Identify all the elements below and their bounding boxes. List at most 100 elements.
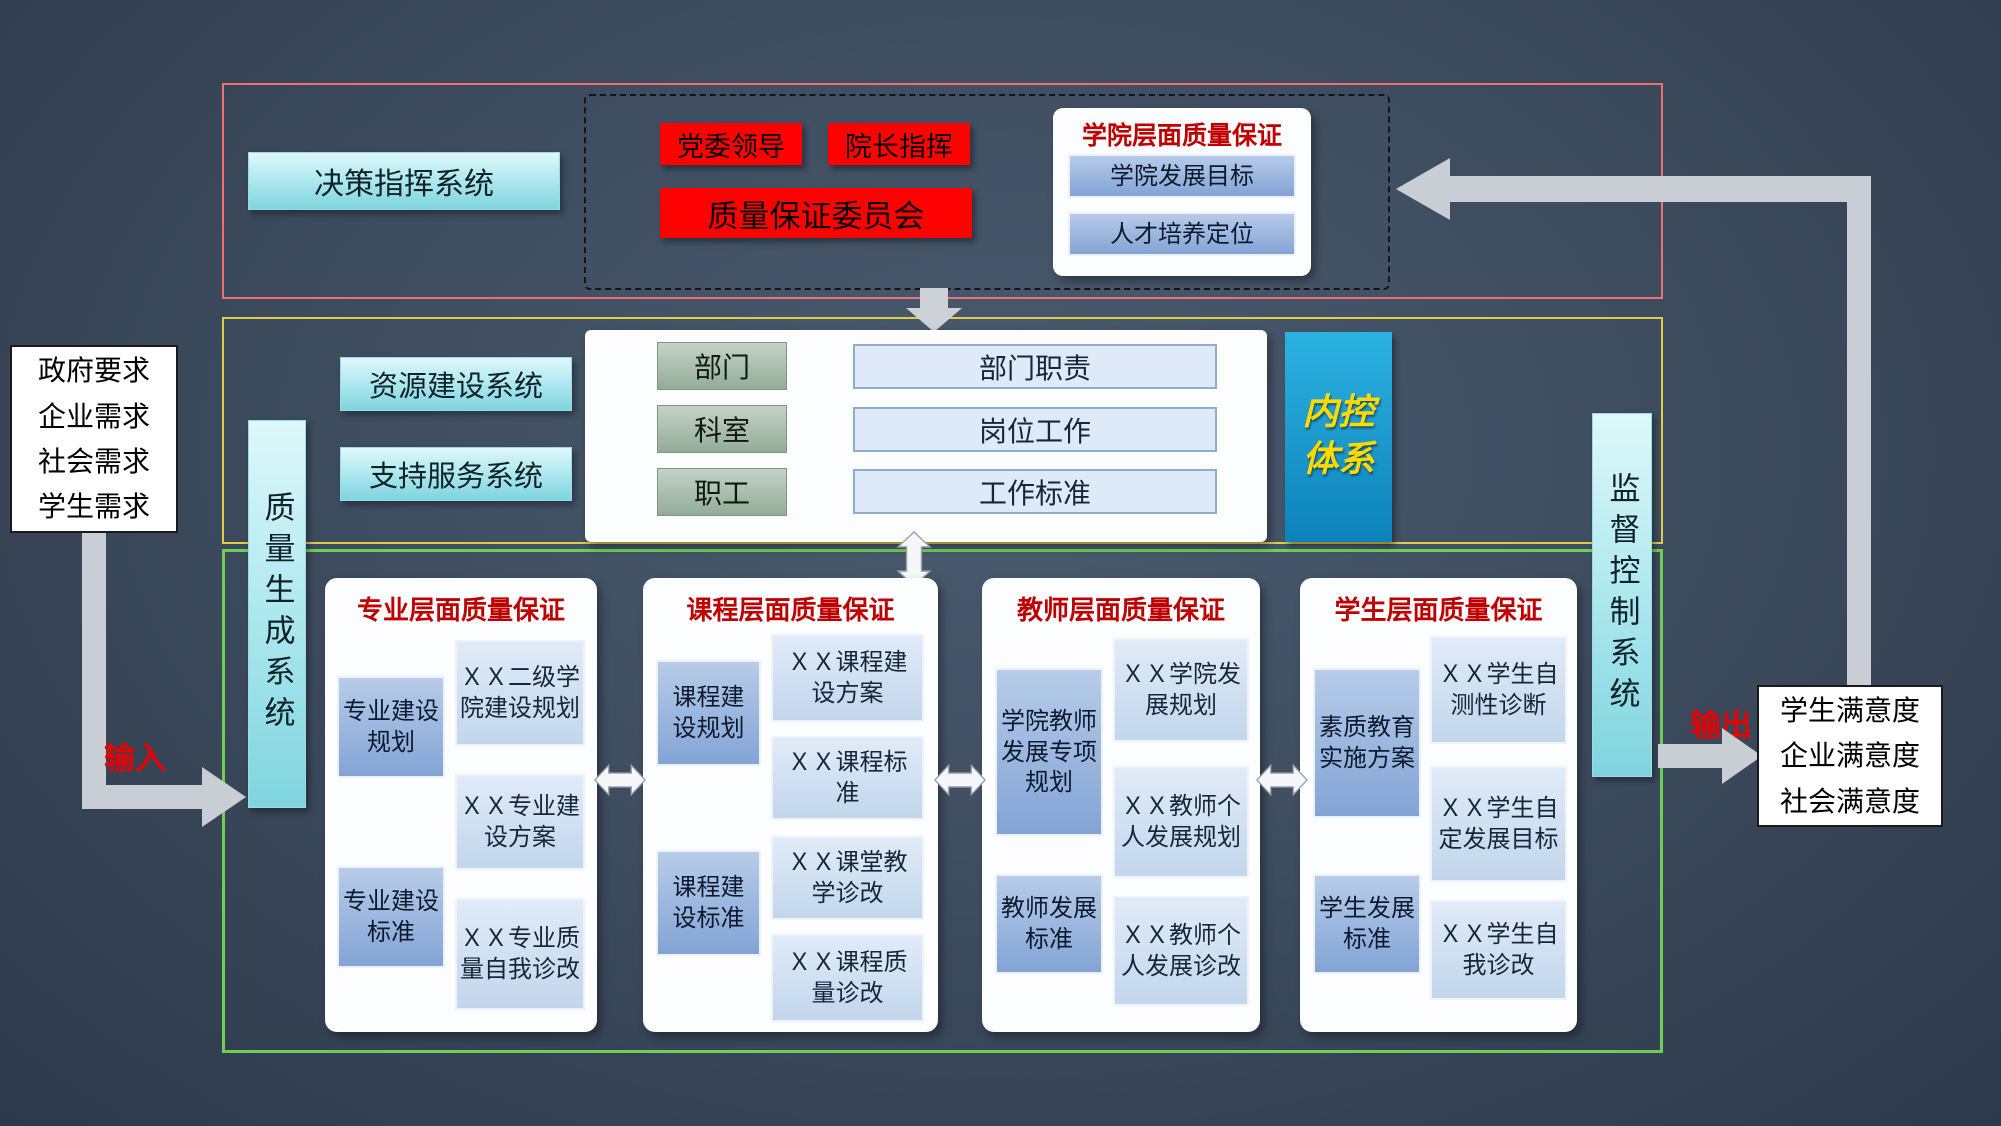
- feedback-horizontal-bar: [1448, 176, 1871, 202]
- decision-to-operation-arrowhead-icon: [906, 308, 962, 332]
- course-doc4-label: ＸＸ课程质量诊改: [787, 948, 908, 1007]
- input-requirements-box: 政府要求 企业需求 社会需求 学生需求: [10, 345, 178, 533]
- org-duty-post-label: 岗位工作: [978, 414, 1091, 448]
- professional-doc1-label: ＸＸ二级学院建设规划: [460, 663, 580, 722]
- student-standard-box: 学生发展标准: [1313, 874, 1421, 974]
- org-level-staff-box: 职工: [657, 468, 787, 516]
- org-level-department-label: 部门: [693, 351, 750, 384]
- org-duty-standard-label: 工作标准: [978, 476, 1091, 510]
- teacher-plan-box: 学院教师发展专项规划: [995, 668, 1103, 836]
- college-development-goals-label: 学院发展目标: [1110, 161, 1254, 190]
- party-leadership-box: 党委领导: [660, 123, 802, 165]
- course-doc2-box: ＸＸ课程标准: [771, 736, 924, 820]
- course-qa-title: 课程层面质量保证: [686, 596, 895, 626]
- teacher-doc1-box: ＸＸ学院发展规划: [1113, 638, 1249, 742]
- org-duty-post-box: 岗位工作: [853, 407, 1217, 452]
- panel3-panel4-bidirectional-arrow-icon: [1255, 758, 1309, 806]
- output-satisfaction-society: 社会满意度: [1779, 784, 1920, 818]
- qa-committee-box: 质量保证委员会: [660, 188, 972, 238]
- teacher-standard-box: 教师发展标准: [995, 874, 1103, 974]
- input-requirement-government: 政府要求: [37, 354, 150, 388]
- student-qa-title: 学生层面质量保证: [1334, 596, 1543, 626]
- org-duty-department-label: 部门职责: [978, 351, 1091, 385]
- org-level-section-label: 科室: [693, 414, 750, 447]
- output-satisfaction-box: 学生满意度 企业满意度 社会满意度: [1757, 685, 1943, 827]
- student-doc3-box: ＸＸ学生自我诊改: [1430, 900, 1567, 1000]
- professional-doc2-box: ＸＸ专业建设方案: [455, 774, 585, 870]
- supervision-control-system-label: 监督控制系统: [1603, 472, 1640, 718]
- student-doc1-box: ＸＸ学生自测性诊断: [1430, 636, 1567, 744]
- course-doc4-box: ＸＸ课程质量诊改: [771, 934, 924, 1022]
- panel1-panel2-bidirectional-arrow-icon: [593, 758, 647, 806]
- internal-control-line2: 体系: [1302, 439, 1375, 480]
- panel2-panel3-bidirectional-arrow-icon: [933, 758, 987, 806]
- output-satisfaction-enterprise: 企业满意度: [1779, 739, 1920, 773]
- teacher-qa-title: 教师层面质量保证: [1016, 596, 1225, 626]
- professional-doc3-box: ＸＸ专业质量自我诊改: [455, 898, 585, 1010]
- org-level-staff-label: 职工: [693, 477, 750, 510]
- course-doc1-label: ＸＸ课程建设方案: [787, 648, 908, 707]
- student-doc3-label: ＸＸ学生自我诊改: [1438, 920, 1559, 979]
- course-doc3-label: ＸＸ课堂教学诊改: [787, 848, 908, 907]
- supervision-control-system-bar: 监督控制系统: [1592, 413, 1652, 777]
- college-development-goals-box: 学院发展目标: [1068, 154, 1296, 198]
- org-duty-department-box: 部门职责: [853, 344, 1217, 389]
- input-requirement-society: 社会需求: [37, 445, 150, 478]
- teacher-doc2-label: ＸＸ教师个人发展规划: [1121, 792, 1241, 851]
- course-doc1-box: ＸＸ课程建设方案: [771, 634, 924, 722]
- quality-generation-system-bar: 质量生成系统: [248, 420, 306, 808]
- president-command-box: 院长指挥: [828, 123, 970, 165]
- professional-qa-panel: 专业层面质量保证 专业建设规划 专业建设标准 ＸＸ二级学院建设规划 ＸＸ专业建设…: [325, 578, 597, 1032]
- resource-construction-system-label: 资源建设系统: [368, 369, 543, 403]
- course-plan-box: 课程建设规划: [656, 660, 761, 766]
- student-doc1-label: ＸＸ学生自测性诊断: [1438, 660, 1559, 719]
- course-doc3-box: ＸＸ课堂教学诊改: [771, 836, 924, 920]
- student-plan-box: 素质教育实施方案: [1313, 668, 1421, 818]
- professional-standard-label: 专业建设标准: [343, 887, 439, 946]
- professional-doc1-box: ＸＸ二级学院建设规划: [455, 640, 585, 746]
- input-label: 输入: [104, 741, 166, 777]
- student-doc2-label: ＸＸ学生自定发展目标: [1438, 794, 1559, 853]
- course-qa-panel: 课程层面质量保证 课程建设规划 课程建设标准 ＸＸ课程建设方案 ＸＸ课程标准 Ｘ…: [643, 578, 938, 1032]
- internal-control-system-box: 内控 体系: [1285, 332, 1392, 542]
- professional-standard-box: 专业建设标准: [337, 866, 445, 968]
- course-standard-label: 课程建设标准: [672, 873, 745, 932]
- professional-plan-label: 专业建设规划: [343, 697, 439, 756]
- talent-training-positioning-label: 人才培养定位: [1110, 219, 1254, 248]
- teacher-qa-panel: 教师层面质量保证 学院教师发展专项规划 教师发展标准 ＸＸ学院发展规划 ＸＸ教师…: [982, 578, 1260, 1032]
- professional-qa-title: 专业层面质量保证: [356, 596, 565, 626]
- support-service-system-box: 支持服务系统: [340, 447, 572, 501]
- input-vertical-bar: [82, 533, 106, 809]
- feedback-arrowhead-icon: [1396, 158, 1450, 220]
- teacher-doc3-label: ＸＸ教师个人发展诊改: [1121, 921, 1241, 980]
- support-service-system-label: 支持服务系统: [368, 459, 543, 493]
- professional-doc3-label: ＸＸ专业质量自我诊改: [460, 924, 580, 983]
- professional-doc2-label: ＸＸ专业建设方案: [460, 792, 580, 851]
- input-requirement-student: 学生需求: [37, 490, 150, 524]
- org-structure-panel: 部门 科室 职工 部门职责 岗位工作 工作标准: [585, 330, 1267, 542]
- talent-training-positioning-box: 人才培养定位: [1068, 212, 1296, 256]
- decision-dashed-frame: [584, 94, 1390, 290]
- student-plan-label: 素质教育实施方案: [1319, 713, 1415, 772]
- president-command-label: 院长指挥: [845, 131, 953, 163]
- student-qa-panel: 学生层面质量保证 素质教育实施方案 学生发展标准 ＸＸ学生自测性诊断 ＸＸ学生自…: [1300, 578, 1577, 1032]
- professional-plan-box: 专业建设规划: [337, 676, 445, 778]
- output-horizontal-bar: [1658, 744, 1722, 768]
- teacher-standard-label: 教师发展标准: [1001, 894, 1097, 953]
- feedback-vertical-bar: [1847, 176, 1871, 698]
- decision-command-system-label: 决策指挥系统: [314, 167, 494, 202]
- org-duty-standard-box: 工作标准: [853, 469, 1217, 514]
- teacher-doc3-box: ＸＸ教师个人发展诊改: [1113, 896, 1249, 1006]
- input-arrowhead-icon: [202, 767, 246, 827]
- output-arrowhead-icon: [1722, 728, 1762, 784]
- resource-construction-system-box: 资源建设系统: [340, 357, 572, 411]
- decision-to-operation-arrow-bar: [920, 288, 948, 308]
- input-horizontal-bar: [82, 785, 202, 809]
- teacher-plan-label: 学院教师发展专项规划: [1001, 706, 1097, 797]
- decision-command-system-box: 决策指挥系统: [248, 152, 560, 210]
- org-level-department-box: 部门: [657, 342, 787, 390]
- college-qa-panel: 学院层面质量保证 学院发展目标 人才培养定位: [1053, 108, 1311, 276]
- student-doc2-box: ＸＸ学生自定发展目标: [1430, 766, 1567, 882]
- output-satisfaction-student: 学生满意度: [1779, 693, 1920, 727]
